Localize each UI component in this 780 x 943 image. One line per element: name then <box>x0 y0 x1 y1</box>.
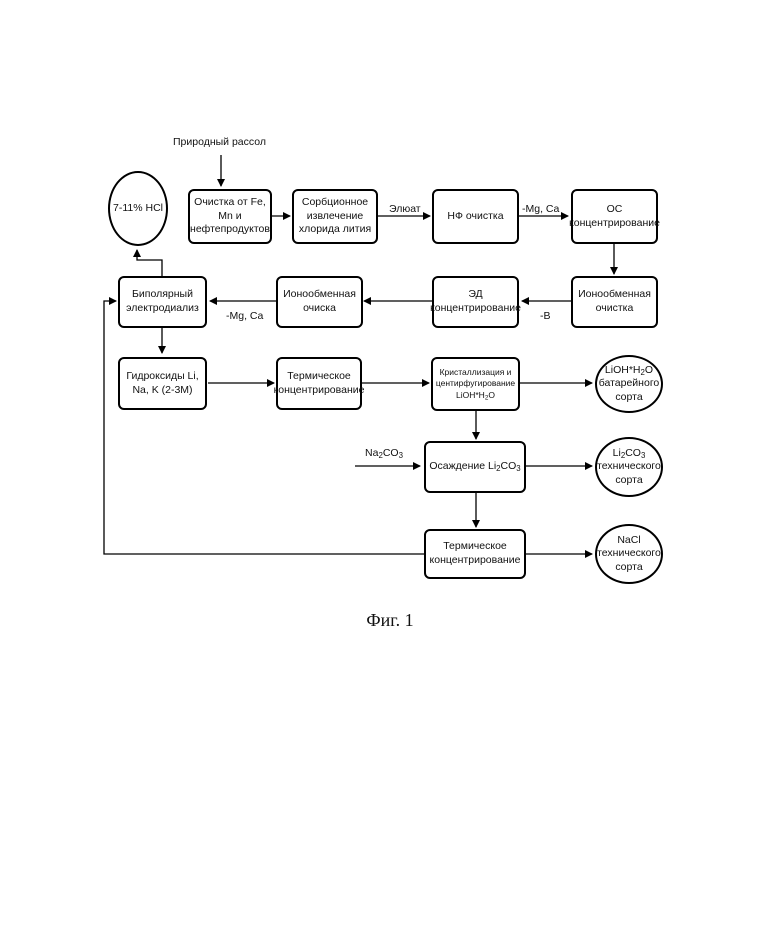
nacl-circle: NaCl технического сорта <box>595 524 663 584</box>
hcl-label: 7-11% HCl <box>113 202 163 216</box>
lioh-line-1: LiOH*H2O <box>599 364 660 378</box>
cleanup-box: Очистка от Fe, Mn и нефтепродуктов <box>188 189 272 244</box>
ionex2-line-1: Ионообменная <box>283 288 356 302</box>
li2co3-line-2: технического <box>597 460 661 474</box>
cleanup-line-3: нефтепродуктов <box>190 223 270 237</box>
thermal2-box: Термическое концентрирование <box>424 529 526 579</box>
thermal1-box: Термическое концентрирование <box>276 357 362 410</box>
nf-label: НФ очистка <box>447 210 503 224</box>
hydroxides-line-2: Na, K (2-3M) <box>126 384 198 398</box>
sorption-line-3: хлорида лития <box>299 223 371 237</box>
eluate-label: Элюат <box>389 203 421 215</box>
ionex2-line-2: очиска <box>283 302 356 316</box>
cryst-line-3: LiOH*H2O <box>436 390 515 401</box>
lioh-line-3: сорта <box>599 391 660 405</box>
ionex1-line-2: очистка <box>578 302 651 316</box>
hydroxides-box: Гидроксиды Li, Na, K (2-3M) <box>118 357 207 410</box>
ionex1-box: Ионообменная очистка <box>571 276 658 328</box>
cryst-box: Кристаллизация и центирфугирование LiOH*… <box>431 357 520 411</box>
bipolar-line-1: Биполярный <box>126 288 199 302</box>
brine-input-label: Природный рассол <box>173 136 266 148</box>
mg-ca-label-1: -Mg, Ca <box>522 203 559 215</box>
na2co3-label: Na2CO3 <box>365 447 403 459</box>
nacl-line-1: NaCl <box>597 534 661 548</box>
sorption-line-2: извлечение <box>299 210 371 224</box>
ed-line-2: концентрирование <box>430 302 521 316</box>
sorption-box: Сорбционное извлечение хлорида лития <box>292 189 378 244</box>
nf-box: НФ очистка <box>432 189 519 244</box>
sorption-line-1: Сорбционное <box>299 196 371 210</box>
bipolar-box: Биполярный электродиализ <box>118 276 207 328</box>
cleanup-line-1: Очистка от Fe, <box>190 196 270 210</box>
minus-b-label: -B <box>540 310 551 322</box>
precip-label: Осаждение Li2CO3 <box>429 460 520 474</box>
nacl-line-2: технического <box>597 547 661 561</box>
bipolar-line-2: электродиализ <box>126 302 199 316</box>
precip-box: Осаждение Li2CO3 <box>424 441 526 493</box>
arrow-recycle-loop <box>104 301 424 554</box>
mg-ca-label-2: -Mg, Ca <box>226 310 263 322</box>
thermal1-line-2: концентрирование <box>274 384 365 398</box>
cryst-line-1: Кристаллизация и <box>436 367 515 378</box>
li2co3-circle: Li2CO3 технического сорта <box>595 437 663 497</box>
ed-box: ЭД концентрирование <box>432 276 519 328</box>
ionex1-line-1: Ионообменная <box>578 288 651 302</box>
lioh-circle: LiOH*H2O батарейного сорта <box>595 355 663 413</box>
cleanup-line-2: Mn и <box>190 210 270 224</box>
thermal2-line-1: Термическое <box>430 540 521 554</box>
ro-line-1: ОС <box>569 203 660 217</box>
thermal2-line-2: концентрирование <box>430 554 521 568</box>
ed-line-1: ЭД <box>430 288 521 302</box>
nacl-line-3: сорта <box>597 561 661 575</box>
hydroxides-line-1: Гидроксиды Li, <box>126 370 198 384</box>
li2co3-line-1: Li2CO3 <box>597 447 661 461</box>
arrow-bipolar-hcl <box>137 250 162 276</box>
ro-line-2: концентрирование <box>569 217 660 231</box>
cryst-line-2: центирфугирование <box>436 378 515 389</box>
li2co3-line-3: сорта <box>597 474 661 488</box>
hcl-circle: 7-11% HCl <box>108 171 168 246</box>
thermal1-line-1: Термическое <box>274 370 365 384</box>
lioh-line-2: батарейного <box>599 377 660 391</box>
ionex2-box: Ионообменная очиска <box>276 276 363 328</box>
figure-caption: Фиг. 1 <box>0 610 780 631</box>
ro-box: ОС концентрирование <box>571 189 658 244</box>
